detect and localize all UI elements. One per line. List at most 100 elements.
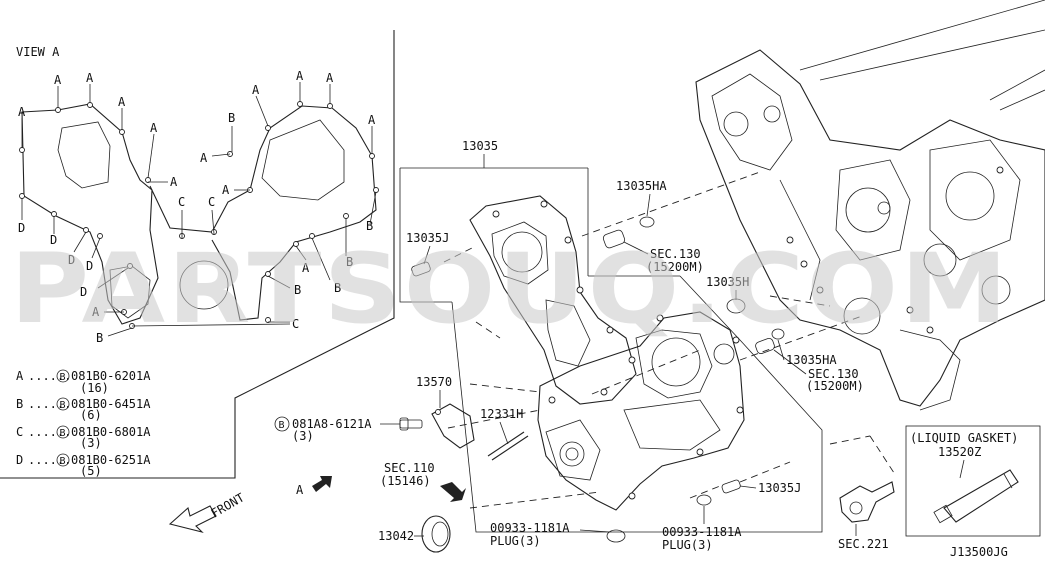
legend-row-b: B ...... B 081B0-6451A (6) [16,397,151,422]
circled-b-icon: B [279,420,285,431]
callout-b: B [96,331,103,345]
circled-b-icon: B [60,428,66,439]
callout-d: D [18,221,25,235]
sleeve-sec130-top: SEC.130 (15200M) [602,229,704,274]
assembly-dashed-lines [443,171,897,509]
oring-13035ha-top: 13035HA [616,179,667,228]
callout-a: A [170,175,178,189]
sensor-sec221: SEC.221 [838,481,895,551]
view-a-title: VIEW A [16,45,60,59]
circled-b-icon: B [60,372,66,383]
callout-b: B [294,283,301,297]
legend-row-a: A ...... B 081B0-6201A (16) [16,369,151,395]
callout-a: A [302,261,310,275]
legend-qty: (6) [80,408,102,422]
label-view-a-arrow: A [296,483,304,497]
svg-text:......: ...... [28,453,71,467]
label-081a8-qty: (3) [292,429,314,443]
svg-text:B: B [16,397,23,411]
cover-13570: 13570 [416,375,475,449]
label-sec130-mid-sub: (15200M) [806,379,864,393]
cover-frame [451,301,823,533]
oring-13035h: 13035H [706,275,749,314]
circled-b-icon: B [60,456,66,467]
plug-2: 00933-1181A PLUG(3) [662,494,742,552]
view-a-letter-callouts: A A A A A A D D D D D A B C C A A B A A … [18,69,376,345]
oil-seal-13042: 13042 [378,515,451,553]
label-13035j-bottom: 13035J [758,481,801,495]
view-a-left-cover-outline [21,103,159,325]
callout-a: A [18,105,26,119]
view-a-leaders [21,82,377,337]
svg-text:......: ...... [28,425,71,439]
legend-qty: (3) [80,436,102,450]
label-plug2-sub: PLUG(3) [662,538,713,552]
watermark-text: PARTSOUQ.COM [10,233,1010,345]
label-13520z: 13520Z [938,445,981,459]
callout-a: A [118,95,126,109]
svg-text:C: C [16,425,23,439]
legend-part-number: 081B0-6251A [71,453,151,467]
oring-13035ha-mid: 13035HA SEC.130 (15200M) [755,328,864,393]
front-cover-13035: 13035 [399,139,745,511]
callout-a: A [92,305,100,319]
legend-part-number: 081B0-6801A [71,425,151,439]
svg-text:D: D [16,453,23,467]
svg-text:......: ...... [28,397,71,411]
svg-text:A: A [16,369,24,383]
view-a-bolt-holes [19,101,379,329]
label-sec110: SEC.110 [384,461,435,475]
label-plug1-sub: PLUG(3) [490,534,541,548]
callout-b: B [228,111,235,125]
callout-a: A [252,83,260,97]
legend-part-number: 081B0-6201A [71,369,151,383]
legend-qty: (16) [80,381,109,395]
label-sec130-top: SEC.130 [650,247,701,261]
svg-text:......: ...... [28,369,71,383]
callout-a: A [296,69,304,83]
label-front: FRONT [209,490,247,520]
callout-c: C [292,317,299,331]
callout-a: A [326,71,334,85]
label-sec221: SEC.221 [838,537,889,551]
callout-b: B [366,219,373,233]
label-12331h: 12331H [480,407,523,421]
callout-a: A [54,73,62,87]
circled-b-icon: B [60,400,66,411]
label-sec110-sub: (15146) [380,474,431,488]
view-a-arrow: A [296,476,332,497]
callout-a: A [86,71,94,85]
label-plug2: 00933-1181A [662,525,742,539]
label-13042: 13042 [378,529,414,543]
legend-qty: (5) [80,464,102,478]
label-081a8: 081A8-6121A [292,417,372,431]
label-liquid-gasket: (LIQUID GASKET) [910,431,1018,445]
pin-12331h: 12331H [480,407,529,461]
callout-a: A [368,113,376,127]
label-13570: 13570 [416,375,452,389]
legend-part-number: 081B0-6451A [71,397,151,411]
label-13035h: 13035H [706,275,749,289]
front-arrow-icon [168,505,217,534]
view-a-seal-circle [179,260,229,310]
view-a-panel: VIEW A [0,30,395,479]
arrow-up-right-icon [312,476,332,492]
label-sec130-mid: SEC.130 [808,367,859,381]
label-13035ha-top: 13035HA [616,179,667,193]
liquid-gasket-box: (LIQUID GASKET) 13520Z [905,425,1041,537]
dowel-13035j-bottom: 13035J [721,479,801,495]
label-sec130-top-sub: (15200M) [646,260,704,274]
sec110-callout: SEC.110 (15146) [380,461,466,502]
callout-d: D [86,259,93,273]
diagram-code: J13500JG [950,545,1008,559]
label-13035ha-mid: 13035HA [786,353,837,367]
label-13035: 13035 [462,139,498,153]
plug-1: 00933-1181A PLUG(3) [490,521,626,548]
callout-d: D [80,285,87,299]
dowel-13035j-top: 13035J [406,231,449,277]
callout-c: C [178,195,185,209]
gasket-tube-icon [943,469,1019,523]
callout-c: C [208,195,215,209]
label-plug1: 00933-1181A [490,521,570,535]
